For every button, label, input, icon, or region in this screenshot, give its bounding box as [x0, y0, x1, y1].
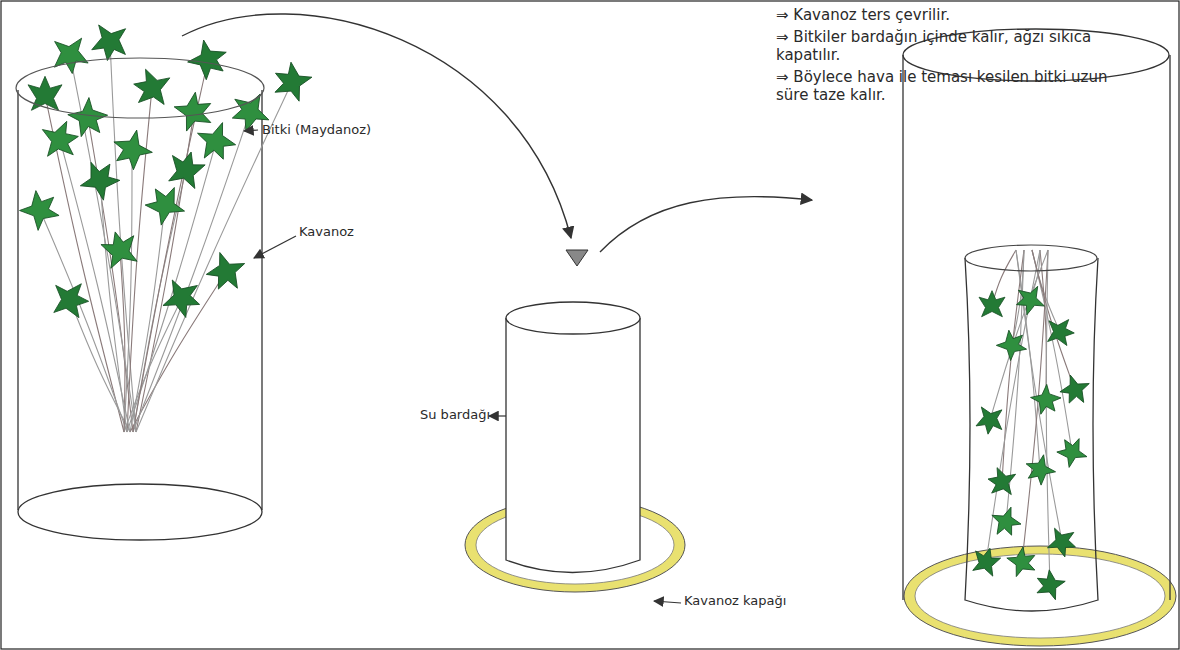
parsley-leaf — [162, 277, 206, 321]
jar-side — [261, 90, 262, 510]
inverted-jar — [903, 29, 1170, 600]
part-label: Bitki (Maydanoz) — [262, 122, 371, 137]
plant-stem — [133, 112, 250, 432]
plant-stem — [100, 180, 127, 432]
jar — [18, 90, 262, 540]
plant-stem — [1046, 250, 1050, 585]
leader-arrow — [654, 601, 681, 603]
parsley-leaf — [54, 282, 90, 318]
parsley-leaf — [1053, 433, 1089, 469]
plant-stem — [60, 140, 130, 432]
parsley-leaf — [17, 185, 65, 233]
jar-side — [902, 55, 903, 600]
glass-body — [506, 318, 640, 573]
jar-side — [17, 90, 18, 510]
jar-mouth — [16, 58, 264, 118]
parsley-leaf — [995, 326, 1032, 363]
part-label: Kavanoz — [299, 224, 354, 239]
parsley-leaf — [1057, 374, 1091, 408]
parsley-leaf — [1021, 453, 1057, 489]
arrow-tip-hatched — [566, 250, 588, 266]
notes-block: ⇒ Kavanoz ters çevrilir. ⇒ Bitkiler barda… — [776, 6, 1116, 108]
parsley-leaf — [107, 127, 154, 174]
leaf-group — [970, 284, 1091, 602]
parsley-leaf — [970, 545, 1002, 577]
step-note: ⇒ Kavanoz ters çevrilir. — [776, 6, 1116, 24]
jar-lid-inner — [915, 554, 1165, 638]
parsley-leaf — [975, 407, 1004, 436]
parsley-leaf — [28, 76, 62, 110]
part-label: Su bardağı — [420, 407, 490, 422]
parsley-leaf — [141, 180, 188, 227]
parsley-leaf — [165, 147, 207, 189]
step-note: ⇒ Böylece hava ile teması kesilen bitki … — [776, 68, 1116, 104]
water-glass — [506, 302, 640, 573]
plant-stem — [130, 272, 226, 432]
parsley-leaf — [979, 291, 1005, 317]
parsley-leaf — [1006, 544, 1041, 579]
jar-side — [1169, 55, 1170, 600]
parsley-leaf — [203, 251, 248, 296]
parsley-leaf — [130, 67, 170, 107]
parsley-leaf — [1012, 284, 1045, 317]
parsley-leaf — [1047, 318, 1075, 346]
jar-bottom — [18, 484, 262, 540]
parsley-leaf — [173, 88, 219, 134]
parsley-leaf — [91, 24, 129, 62]
plant-stem — [130, 205, 165, 432]
flow-arrow — [600, 197, 812, 252]
parsley-leaf — [989, 506, 1023, 540]
plant-group — [17, 24, 313, 432]
parsley-leaf — [268, 58, 314, 104]
water-glass — [965, 258, 1098, 611]
parsley-leaf — [77, 155, 124, 202]
parsley-leaf — [42, 120, 82, 160]
leader-arrow — [489, 415, 506, 416]
glass-body — [965, 258, 1098, 611]
step-note: ⇒ Bitkiler bardağın içinde kalır, ağzı s… — [776, 28, 1116, 64]
leader-arrow — [254, 236, 296, 258]
parsley-leaf — [985, 466, 1016, 497]
plant-group — [970, 250, 1091, 602]
plant-stem — [992, 250, 1016, 305]
part-label: Kavanoz kapağı — [684, 593, 786, 608]
parsley-leaf — [1031, 567, 1066, 602]
leaf-group — [17, 24, 313, 320]
parsley-leaf — [51, 38, 89, 76]
parsley-leaf — [1047, 526, 1080, 559]
parsley-leaf — [194, 121, 239, 166]
jar-lid — [904, 546, 1176, 646]
parsley-leaf — [99, 228, 141, 270]
glass-mouth — [965, 245, 1097, 271]
plant-stem — [1032, 250, 1072, 452]
plant-stem — [70, 300, 130, 432]
glass-mouth — [506, 302, 640, 334]
parsley-leaf — [1029, 383, 1066, 420]
flow-arrow — [182, 14, 571, 238]
leader-arrow — [244, 130, 258, 131]
